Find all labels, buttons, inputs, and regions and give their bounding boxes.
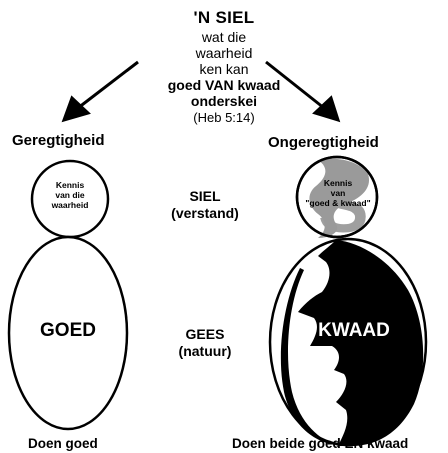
diagram-title: 'N SIEL — [193, 8, 255, 27]
right-spirit-black-area — [298, 240, 424, 446]
left-heading: Geregtigheid — [12, 132, 105, 149]
subtitle-line-4: goed VAN kwaad — [167, 77, 281, 93]
spirit-label: GEES (natuur) — [178, 326, 232, 359]
right-soul-grey-shape — [309, 158, 370, 238]
soul-label: SIEL (verstand) — [171, 188, 239, 221]
left-footer: Doen goed — [28, 436, 98, 451]
left-soul-text: Kennis van die waarheid — [51, 180, 89, 210]
subtitle-line-1: wat die — [201, 29, 247, 45]
right-soul-text: Kennis van "goed & kwaad" — [305, 178, 371, 208]
right-footer: Doen beide goed EN kwaad — [232, 436, 409, 451]
left-spirit-ellipse — [7, 235, 129, 431]
right-spirit-text: KWAAD — [318, 320, 390, 341]
right-heading: Ongeregtigheid — [268, 134, 379, 151]
subtitle-line-5: onderskei — [190, 93, 258, 109]
left-spirit-text: GOED — [40, 320, 96, 341]
left-arrow — [61, 60, 139, 123]
subtitle-reference: (Heb 5:14) — [193, 110, 255, 125]
right-arrow — [265, 60, 341, 123]
subtitle-line-3: ken kan — [199, 61, 249, 77]
subtitle-line-2: waarheid — [195, 45, 253, 61]
